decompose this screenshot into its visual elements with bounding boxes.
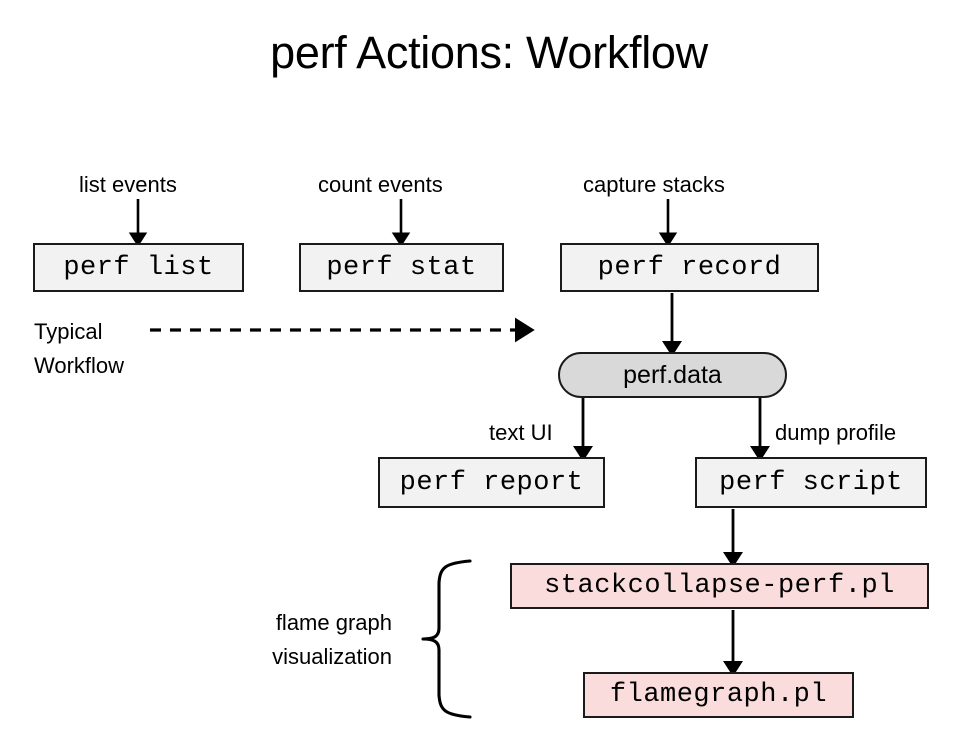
label-list-events: list events	[79, 172, 177, 197]
node-perf-stat[interactable]: perf stat	[299, 243, 504, 292]
label-flame-graph-visualization: flame graph visualization	[232, 606, 392, 674]
node-stackcollapse-perf-pl[interactable]: stackcollapse-perf.pl	[510, 563, 929, 609]
label-typical-workflow: Typical Workflow	[34, 315, 154, 383]
label-flame-graph-line2: visualization	[272, 644, 392, 669]
node-perf-list[interactable]: perf list	[33, 243, 244, 292]
page-title: perf Actions: Workflow	[270, 27, 708, 78]
node-perf-script[interactable]: perf script	[695, 457, 927, 508]
node-perf-report[interactable]: perf report	[378, 457, 605, 508]
flame-graph-brace	[421, 559, 472, 719]
node-perf-data[interactable]: perf.data	[558, 352, 787, 398]
node-flamegraph-pl[interactable]: flamegraph.pl	[583, 672, 854, 718]
label-count-events: count events	[318, 172, 443, 197]
label-typical-workflow-line1: Typical	[34, 319, 103, 344]
label-flame-graph-line1: flame graph	[275, 610, 392, 635]
label-typical-workflow-line2: Workflow	[34, 353, 125, 378]
label-dump-profile: dump profile	[775, 420, 897, 445]
node-perf-record[interactable]: perf record	[560, 243, 819, 292]
label-text-ui: text UI	[489, 420, 553, 445]
label-capture-stacks: capture stacks	[583, 172, 725, 197]
